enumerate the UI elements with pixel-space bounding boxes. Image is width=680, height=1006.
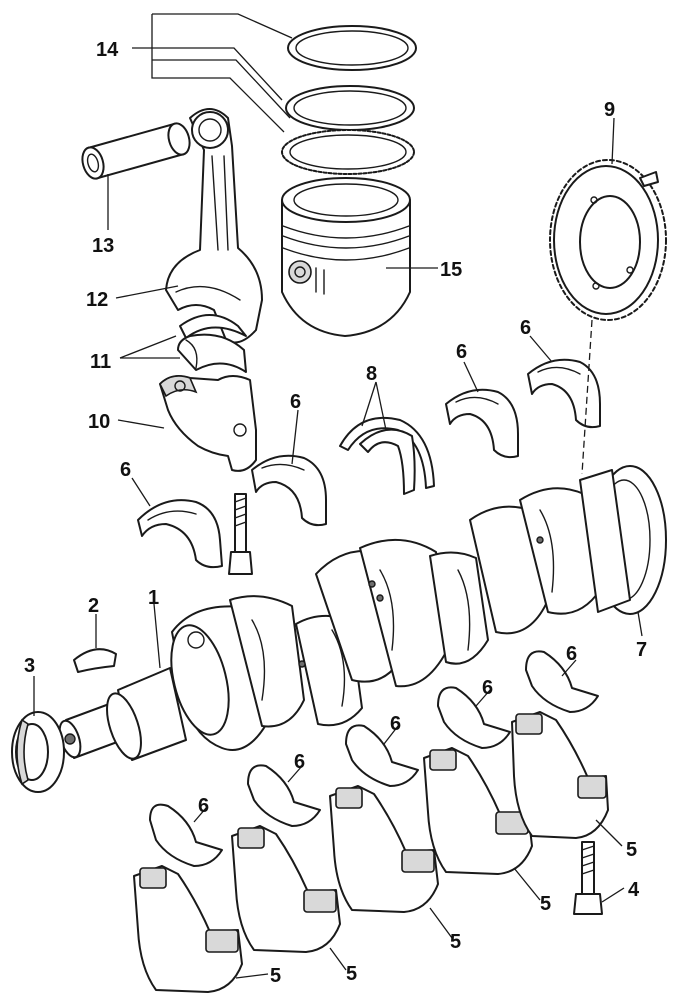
callout-labels: 14 15 13 12 11 10 8 9 6 6 6 6 1 2 3 7 6 … [24, 39, 647, 987]
callout-9: 9 [604, 99, 615, 121]
callout-5-cap-4: 5 [540, 893, 551, 915]
crankshaft [58, 465, 667, 761]
callout-11: 11 [90, 351, 111, 373]
callout-6-upper-rear: 6 [520, 317, 531, 339]
callout-8: 8 [366, 363, 377, 385]
callout-1: 1 [148, 587, 159, 609]
thrust-washers [339, 416, 435, 495]
callout-5-cap-1: 5 [270, 965, 281, 987]
oil-seal [11, 711, 65, 793]
main-bearing-caps [133, 711, 609, 993]
callout-6-upper-mid: 6 [456, 341, 467, 363]
callout-6-lower-2: 6 [294, 751, 305, 773]
callout-5-cap-3: 5 [450, 931, 461, 953]
callout-5-cap-2: 5 [346, 963, 357, 985]
rod-cap-bolt [228, 493, 253, 575]
callout-5-cap-5: 5 [626, 839, 637, 861]
callout-6-lower-4: 6 [482, 677, 493, 699]
callout-6-rod: 6 [290, 391, 301, 413]
callout-3: 3 [24, 655, 35, 677]
callout-2: 2 [88, 595, 99, 617]
callout-4: 4 [628, 879, 640, 901]
piston-rings [281, 25, 417, 175]
connecting-rod [165, 108, 263, 344]
callout-10: 10 [88, 411, 110, 433]
upper-main-bearing-shells [137, 358, 601, 569]
callout-7: 7 [636, 639, 647, 661]
piston [281, 177, 411, 337]
callout-12: 12 [86, 289, 108, 311]
rod-cap [159, 375, 257, 472]
callout-13: 13 [92, 235, 114, 257]
piston-pin [81, 122, 191, 180]
callout-6-lower-5: 6 [566, 643, 577, 665]
callout-6-lower-1: 6 [198, 795, 209, 817]
leader-lines [33, 13, 643, 979]
callout-6-lower-3: 6 [390, 713, 401, 735]
woodruff-key [73, 648, 117, 673]
callout-15: 15 [440, 259, 462, 281]
callout-14: 14 [96, 39, 119, 61]
rod-bearing-shells [177, 314, 247, 373]
main-cap-bolt [573, 841, 603, 915]
callout-6-upper-front: 6 [120, 459, 131, 481]
lower-main-bearing-shells [149, 650, 599, 867]
trigger-wheel [549, 159, 667, 475]
